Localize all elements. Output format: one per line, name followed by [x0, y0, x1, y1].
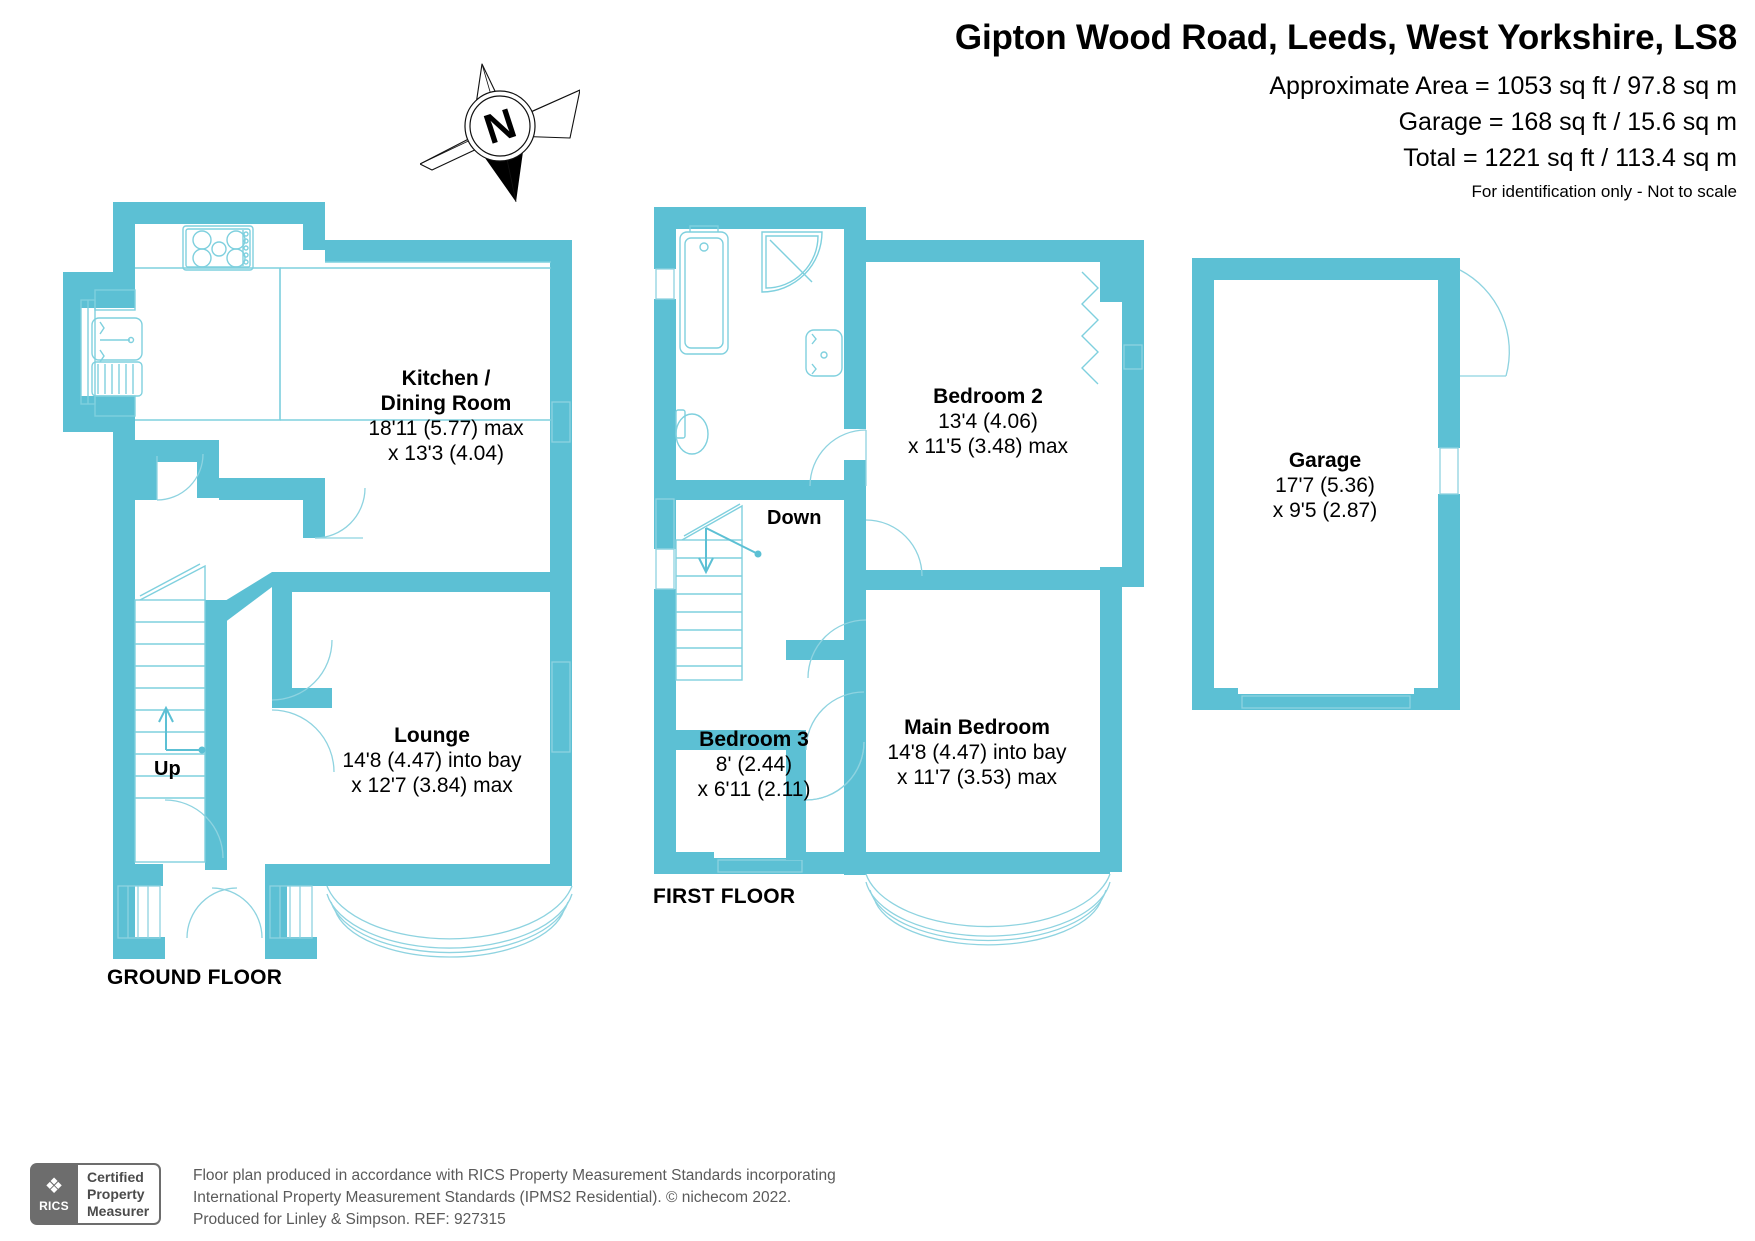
room-label-garage: Garage 17'7 (5.36) x 9'5 (2.87) — [1273, 448, 1377, 523]
page-title: Gipton Wood Road, Leeds, West Yorkshire,… — [954, 18, 1737, 57]
hob-fixture — [182, 225, 254, 271]
up-arrow-icon — [158, 705, 206, 754]
bay-window-ground — [326, 885, 573, 958]
shower-fixture — [761, 231, 823, 293]
washbasin-fixture — [805, 329, 843, 377]
header: Gipton Wood Road, Leeds, West Yorkshire,… — [0, 0, 1755, 201]
room-name-2: Dining Room — [380, 392, 512, 415]
room-dimension-2: x 12'7 (3.84) max — [351, 774, 513, 797]
badge-line-3: Measurer — [87, 1203, 150, 1219]
room-dimension-1: 13'4 (4.06) — [938, 410, 1038, 433]
room-dimension-2: x 13'3 (4.04) — [387, 442, 505, 465]
room-dimension-2: x 6'11 (2.11) — [697, 778, 811, 801]
room-dimension-2: x 11'7 (3.53) max — [896, 766, 1058, 789]
rics-logo-icon: ❖ RICS — [30, 1163, 78, 1225]
floor-label-ground: GROUND FLOOR — [107, 966, 283, 989]
door-swing — [156, 453, 366, 939]
room-dimension-1: 14'8 (4.47) into bay — [887, 741, 1067, 764]
room-name: Bedroom 2 — [933, 385, 1043, 408]
room-name: Garage — [1288, 449, 1362, 472]
stair-label-up: Up — [154, 758, 181, 780]
approximate-area-text: Approximate Area = 1053 sq ft / 97.8 sq … — [1269, 72, 1737, 100]
garage-area-text: Garage = 168 sq ft / 15.6 sq m — [1398, 108, 1737, 136]
footer-line-3: Produced for Linley & Simpson. REF: 9273… — [193, 1211, 506, 1228]
first-floor-plan — [654, 207, 1144, 946]
room-name: Kitchen / — [401, 367, 491, 390]
wardrobe-zigzag — [1081, 271, 1099, 385]
room-dimension-2: x 9'5 (2.87) — [1272, 499, 1378, 522]
staircase-first — [675, 503, 743, 681]
sink-fixture — [91, 317, 143, 397]
room-label-bedroom-3: Bedroom 3 8' (2.44) x 6'11 (2.11) — [698, 727, 811, 802]
room-dimension-2: x 11'5 (3.48) max — [907, 435, 1069, 458]
rics-wordmark: RICS — [39, 1198, 69, 1213]
total-area-text: Total = 1221 sq ft / 113.4 sq m — [1403, 144, 1737, 172]
room-name: Main Bedroom — [904, 716, 1050, 739]
footer-line-2: International Property Measurement Stand… — [193, 1189, 792, 1206]
toilet-fixture — [675, 409, 709, 455]
ground-floor-plan — [63, 202, 573, 959]
rics-swirl-glyph: ❖ — [44, 1174, 64, 1198]
room-label-bedroom-2: Bedroom 2 13'4 (4.06) x 11'5 (3.48) max — [908, 384, 1068, 459]
room-dimension-1: 17'7 (5.36) — [1275, 474, 1375, 497]
bay-window-first — [865, 873, 1111, 946]
room-dimension-1: 18'11 (5.77) max — [368, 417, 524, 440]
room-label-main-bedroom: Main Bedroom 14'8 (4.47) into bay x 11'7… — [887, 715, 1066, 790]
scale-disclaimer-text: For identification only - Not to scale — [1471, 182, 1737, 201]
rics-badge-text: Certified Property Measurer — [78, 1163, 162, 1225]
down-arrow-icon — [698, 527, 762, 575]
room-label-kitchen-dining: Kitchen / Dining Room 18'11 (5.77) max x… — [368, 366, 523, 466]
badge-line-2: Property — [87, 1186, 145, 1202]
footer: ❖ RICS Certified Property Measurer Floor… — [0, 1155, 1755, 1241]
staircase-ground — [134, 563, 206, 863]
room-dimension-1: 8' (2.44) — [715, 753, 793, 776]
badge-line-1: Certified — [87, 1169, 144, 1185]
floor-label-first: FIRST FLOOR — [653, 885, 796, 908]
compass-rose-icon: N — [419, 52, 581, 203]
bath-fixture — [679, 225, 729, 355]
stair-label-down: Down — [767, 507, 822, 529]
room-label-lounge: Lounge 14'8 (4.47) into bay x 12'7 (3.84… — [342, 723, 521, 798]
footer-line-1: Floor plan produced in accordance with R… — [193, 1167, 836, 1184]
rics-certified-badge: ❖ RICS Certified Property Measurer — [30, 1163, 162, 1225]
footer-disclaimer: Floor plan produced in accordance with R… — [193, 1165, 836, 1231]
room-name: Lounge — [394, 724, 470, 747]
room-dimension-1: 14'8 (4.47) into bay — [342, 749, 522, 772]
room-name: Bedroom 3 — [699, 728, 809, 751]
